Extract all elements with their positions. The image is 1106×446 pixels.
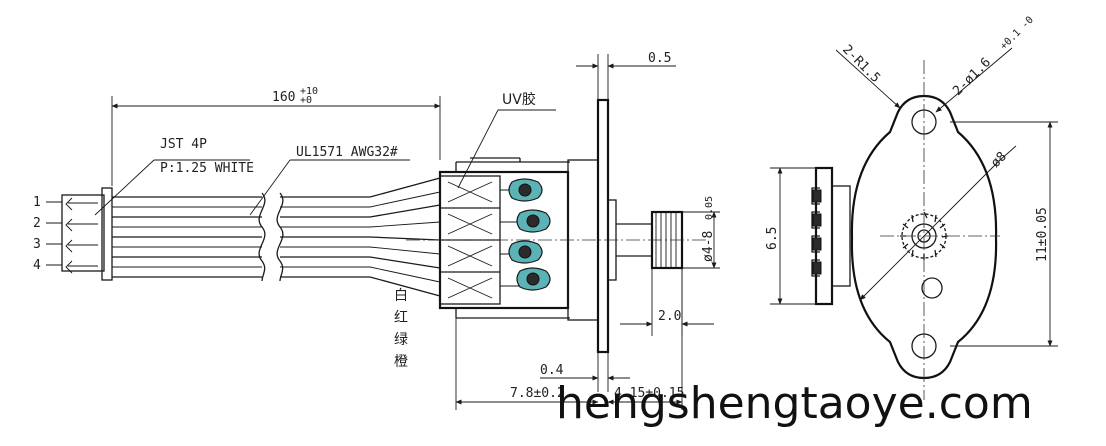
cable-left-segment	[112, 196, 262, 278]
cable-right-segment	[280, 177, 441, 297]
pinion-dia-dimension	[682, 211, 720, 269]
motor-dia-value: ø8	[988, 149, 1010, 171]
mount-radius-value: 2-R1.5	[839, 42, 883, 86]
mounting-plate	[596, 98, 610, 354]
uv-glue-leader	[457, 109, 556, 189]
pinion-dia-value: ø4-8	[701, 231, 716, 262]
wire-color-red: 红	[394, 310, 408, 326]
wire-color-white: 白	[394, 288, 408, 304]
motor-dia-leader	[860, 145, 1017, 300]
pinion-length-value: 2.0	[658, 309, 681, 324]
mount-holes-value: 2-ø1.6	[950, 55, 994, 99]
body-length-value: 7.8±0.2	[510, 386, 565, 401]
plate-gap-dimension	[540, 352, 630, 392]
watermark: hengshengtaoye.com	[556, 378, 1033, 429]
mount-holes-tol: +0.1 -0	[998, 15, 1036, 53]
cable-length-value: 160	[272, 90, 295, 105]
pin-number-3: 3	[33, 237, 41, 252]
height-dimension	[770, 167, 816, 305]
motor-front-view	[811, 94, 998, 380]
plate-gap-value: 0.4	[540, 363, 564, 378]
jst-connector	[61, 187, 113, 281]
height-value: 6.5	[765, 227, 780, 250]
pin-number-2: 2	[33, 216, 41, 231]
wire-color-orange: 橙	[394, 354, 408, 370]
mount-holes-leader	[935, 47, 1013, 113]
wire-spec-leader	[249, 159, 410, 216]
solder-points	[508, 178, 551, 291]
wire-spec-label: UL1571 AWG32#	[296, 145, 398, 160]
cable-length-tol-lower: +0	[300, 95, 312, 106]
pin-number-1: 1	[33, 195, 41, 210]
cable-length-tol-upper: +10	[300, 86, 318, 97]
connector-leader	[94, 159, 250, 216]
mount-span-dimension	[950, 121, 1058, 347]
pitch-label: P:1.25 WHITE	[160, 161, 254, 176]
connector-label: JST 4P	[160, 137, 207, 152]
flange-thickness-dimension	[576, 54, 676, 100]
mount-radius-leader	[835, 49, 901, 109]
pin-leaders	[46, 201, 62, 266]
cable-length-dimension	[111, 96, 441, 186]
terminal-wires	[500, 189, 520, 287]
pinion-length-dimension	[620, 268, 714, 336]
mount-span-value: 11±0.05	[1035, 207, 1050, 262]
uv-glue-label: UV胶	[502, 91, 536, 108]
shaft-length-value: 4.15±0.15	[614, 386, 684, 401]
pinion-dia-tol: 0.05	[704, 196, 715, 220]
wire-color-green: 绿	[394, 332, 408, 348]
pin-number-4: 4	[33, 258, 41, 273]
cable-break	[258, 192, 284, 282]
front-centerlines	[880, 60, 1000, 400]
flange-thickness-value: 0.5	[648, 51, 671, 66]
length-dimensions	[455, 268, 683, 410]
